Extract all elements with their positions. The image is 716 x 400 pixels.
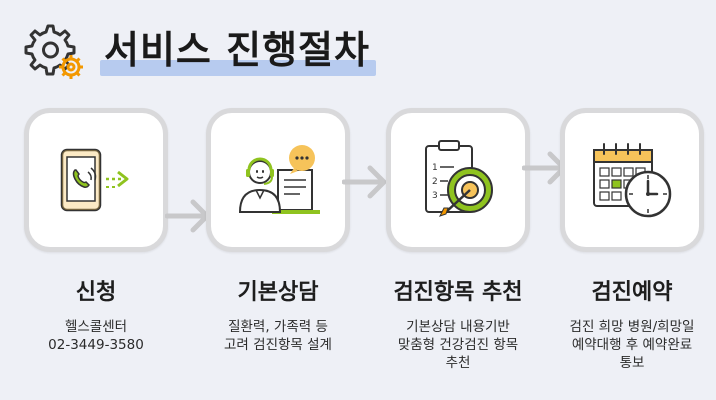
desc-line: 질환력, 가족력 등 (228, 319, 328, 335)
desc-line: 기본상담 내용기반 (406, 319, 510, 335)
step-title: 검진예약 (591, 280, 673, 305)
svg-text:1: 1 (432, 163, 438, 173)
step-title: 신청 (75, 280, 117, 305)
page-header: 서비스 진행절차 (24, 14, 444, 84)
svg-text:2: 2 (432, 177, 438, 187)
title-wrap: 서비스 진행절차 (100, 24, 376, 76)
desc-line: 추천 (445, 355, 471, 371)
step-card (560, 108, 704, 252)
step-title: 검진항목 추천 (393, 280, 523, 305)
step-description: 질환력, 가족력 등 고려 검진항목 설계 (204, 318, 352, 354)
step-basic-consult: 기본상담 질환력, 가족력 등 고려 검진항목 설계 (204, 108, 352, 354)
step-card (206, 108, 350, 252)
calendar-clock-icon (593, 143, 672, 218)
desc-line: 예약대행 후 예약완료 (571, 337, 693, 353)
step-card (24, 108, 168, 252)
step-description: 검진 희망 병원/희망일 예약대행 후 예약완료 통보 (558, 318, 706, 372)
desc-line: 검진 희망 병원/희망일 (569, 319, 695, 335)
step-description: 헬스콜센터 02-3449-3580 (22, 318, 170, 354)
step-title: 기본상담 (237, 280, 319, 305)
desc-line: 헬스콜센터 (64, 319, 128, 335)
step-apply: 신청 헬스콜센터 02-3449-3580 (22, 108, 170, 354)
title-highlight (100, 60, 376, 76)
desc-line: 맞춤형 건강검진 항목 (397, 337, 519, 353)
desc-line: 통보 (619, 355, 645, 371)
arrow-right-icon (342, 165, 387, 199)
phone-call-icon (60, 148, 129, 212)
step-description: 기본상담 내용기반 맞춤형 건강검진 항목 추천 (384, 318, 532, 372)
gear-icon (24, 24, 83, 79)
desc-line: 고려 검진항목 설계 (224, 337, 332, 353)
page-title: 서비스 진행절차 (104, 28, 370, 72)
step-reservation: 검진예약 검진 희망 병원/희망일 예약대행 후 예약완료 통보 (558, 108, 706, 372)
consultant-headset-icon (238, 145, 320, 214)
desc-line: 02-3449-3580 (48, 337, 144, 353)
step-card: 1 2 3 (386, 108, 530, 252)
svg-text:3: 3 (432, 191, 438, 201)
target-checklist-icon: 1 2 3 (425, 140, 493, 217)
step-recommend: 1 2 3 검진항목 추천 기본상담 내용기반 맞춤형 건강검진 항목 추천 (384, 108, 532, 372)
